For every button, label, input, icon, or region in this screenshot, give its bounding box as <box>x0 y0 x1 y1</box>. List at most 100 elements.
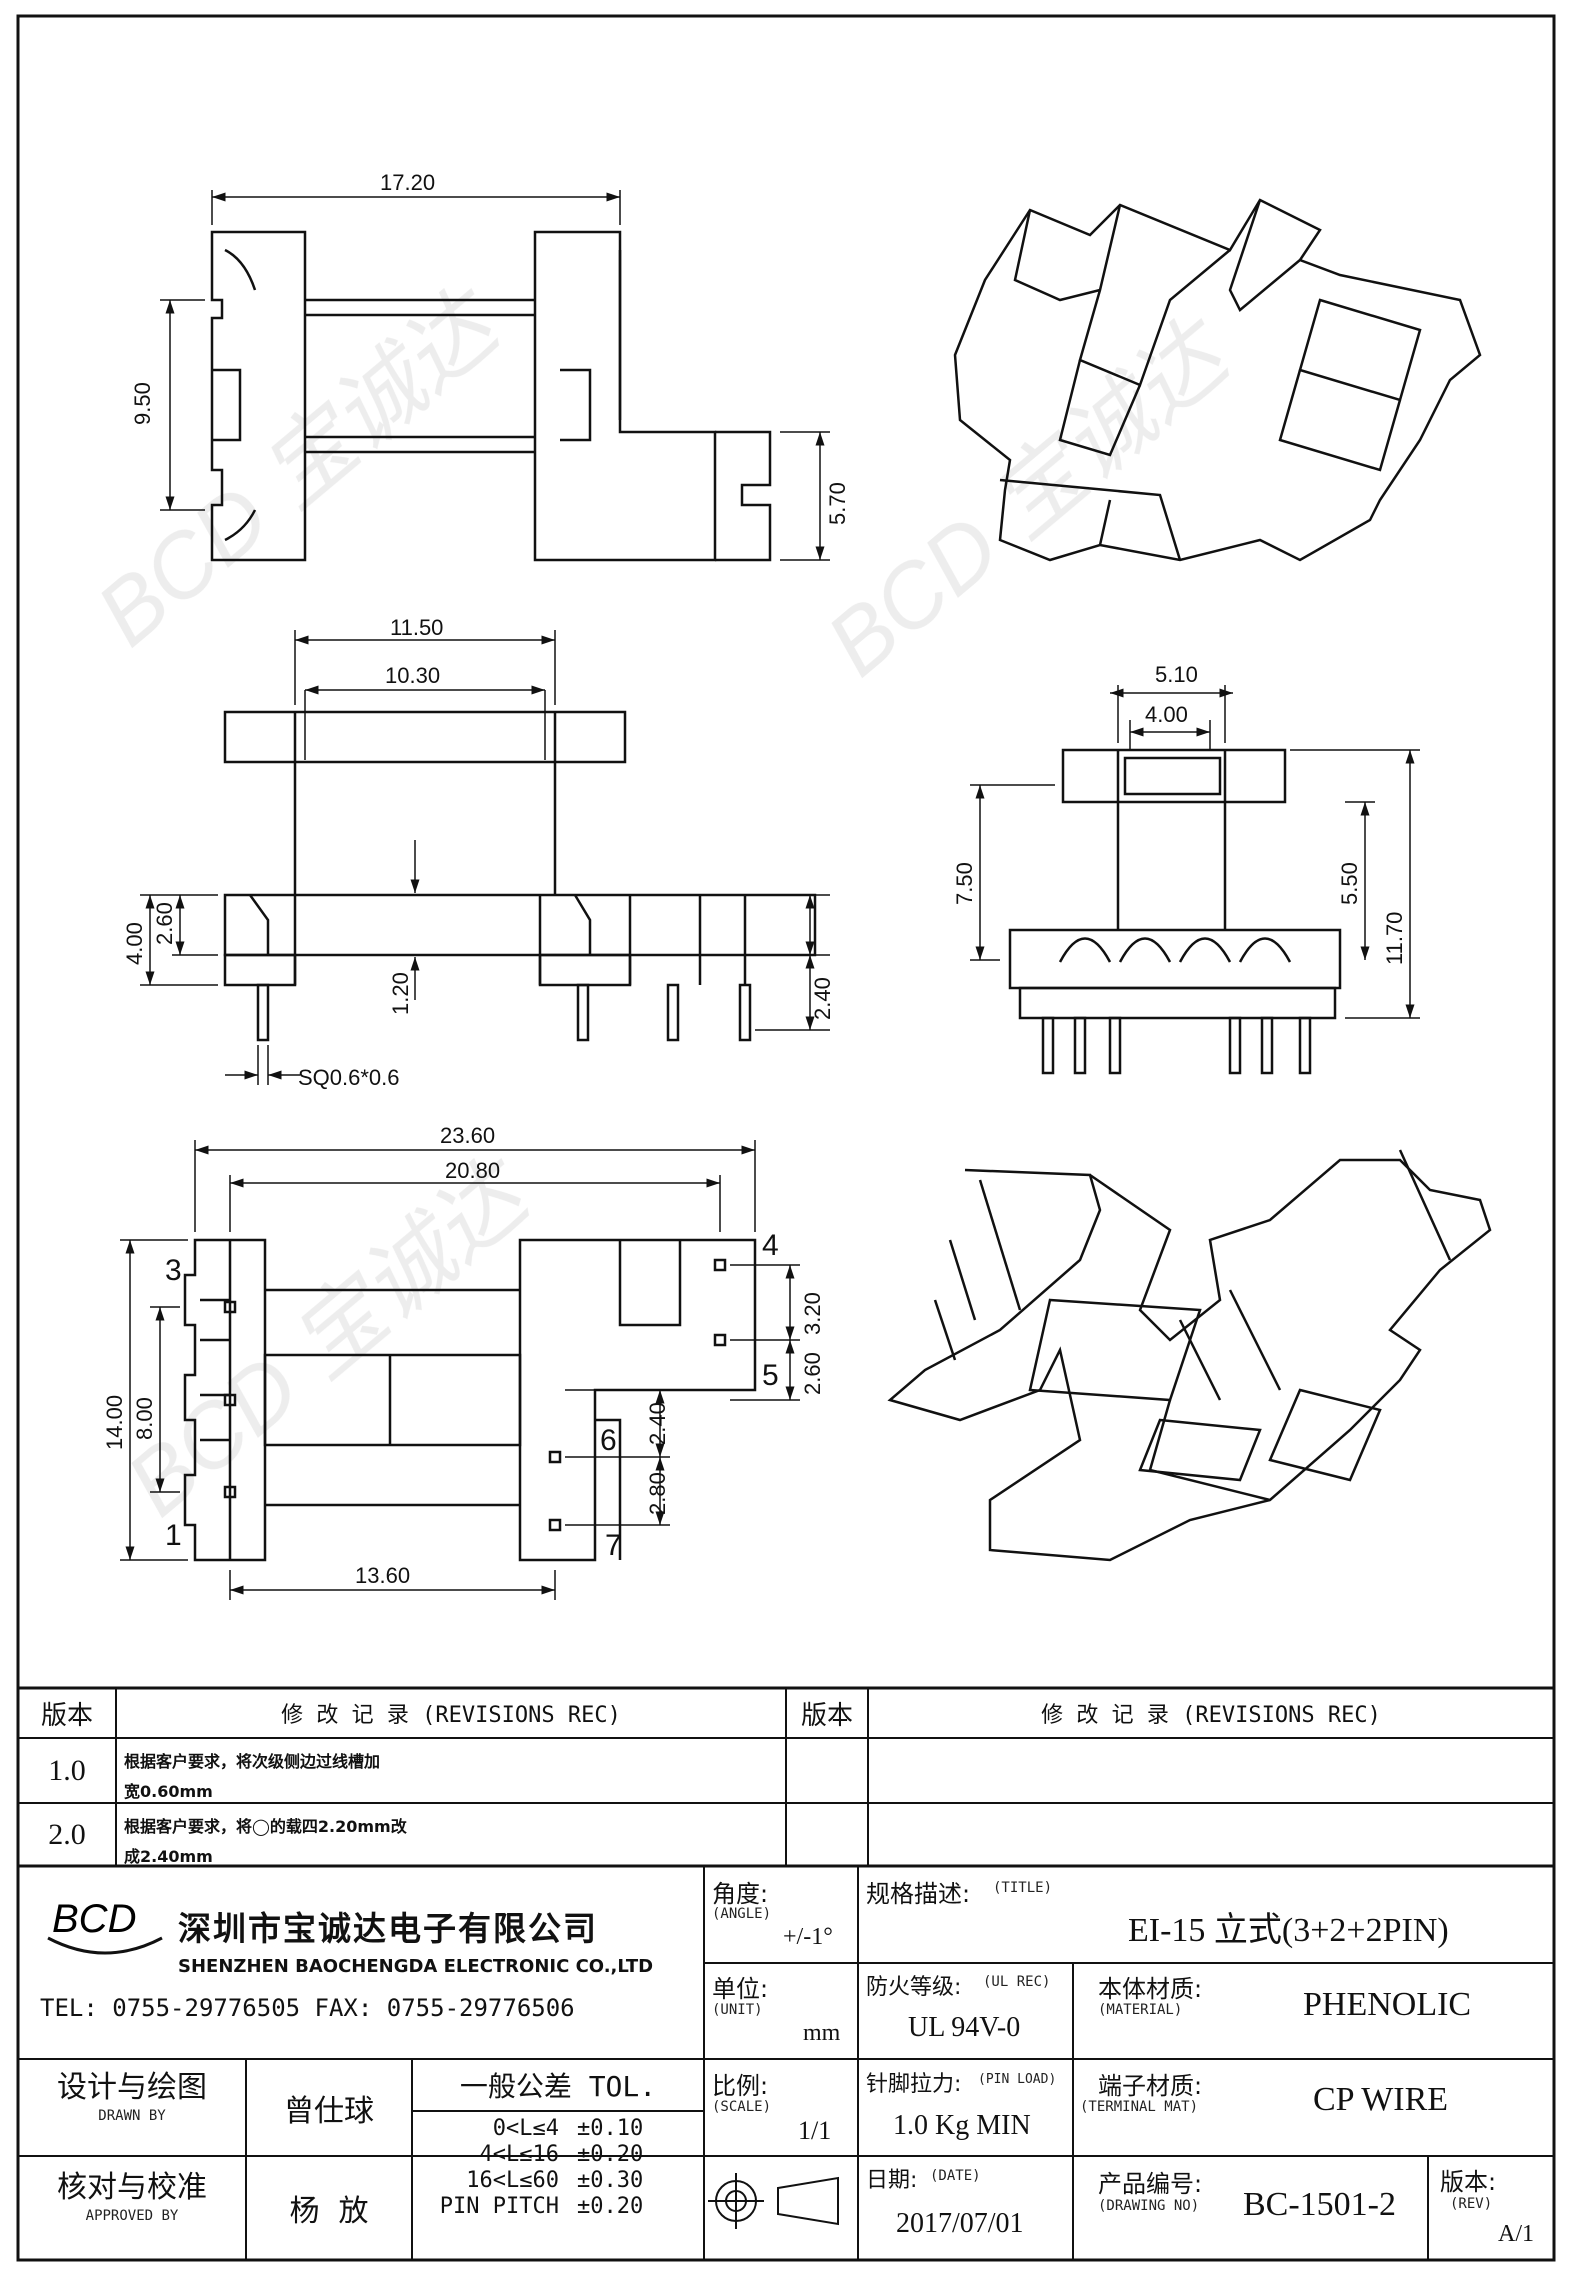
watermark-text-2: BCD 宝诚达 <box>809 301 1252 696</box>
bottom-view <box>183 1238 757 1562</box>
tol-range-3: PIN PITCH <box>439 2194 559 2219</box>
terminal-value: CP WIRE <box>1313 2081 1449 2118</box>
dim-h-label: 1.20 <box>388 972 413 1015</box>
title-label: 规格描述: <box>866 1880 971 1908</box>
dim-u: 3.20 <box>800 1292 825 1335</box>
tol-value-2: ±0.30 <box>577 2168 644 2193</box>
terminal-label: 端子材质: <box>1098 2072 1203 2100</box>
pin-6: 6 <box>600 1424 617 1457</box>
company-logo: BCD <box>40 1888 170 1955</box>
side-view <box>1008 748 1342 1075</box>
unit-value: mm <box>803 2020 841 2046</box>
title-block-grid <box>18 1866 1554 2260</box>
dim-u2: 2.60 <box>800 1352 825 1395</box>
tol-header: 一般公差 TOL. <box>459 2070 657 2103</box>
pinload-en: (PIN LOAD) <box>978 2072 1057 2087</box>
drawn-label: 设计与绘图 <box>57 2070 207 2105</box>
rev-rec-header-left: 修 改 记 录 (REVISIONS REC) <box>281 1703 621 1728</box>
dim-c: 5.70 <box>825 482 850 525</box>
material-label: 本体材质: <box>1098 1975 1203 2003</box>
ul-value: UL 94V-0 <box>908 2012 1021 2043</box>
terminal-en: (TERMINAL MAT) <box>1080 2099 1199 2115</box>
dim-t: 2.80 <box>645 1472 670 1515</box>
tol-range-0: 0<L≤4 <box>492 2116 559 2141</box>
dim-d: 11.50 <box>390 615 443 640</box>
dim-g: 2.60 <box>152 902 177 945</box>
scale-value: 1/1 <box>798 2116 832 2145</box>
pinload-label: 针脚拉力: <box>866 2072 962 2097</box>
dim-m: 5.50 <box>1337 862 1362 905</box>
rev-row2-text2: 成2.40mm <box>124 1847 213 1866</box>
date-value: 2017/07/01 <box>896 2208 1024 2239</box>
dim-a: 17.20 <box>380 170 435 195</box>
watermark-text-3: BCD 宝诚达 <box>109 1141 552 1536</box>
revision-table: 版本 修 改 记 录 (REVISIONS REC) 版本 修 改 记 录 (R… <box>18 1688 1554 1868</box>
unit-label: 单位: <box>712 1975 769 2003</box>
dim-f: 4.00 <box>122 922 147 965</box>
unit-en: (UNIT) <box>712 2002 763 2018</box>
dim-sq: SQ0.6*0.6 <box>298 1065 400 1090</box>
tol-value-3: ±0.20 <box>577 2194 644 2219</box>
angle-value: +/-1° <box>783 1924 833 1950</box>
date-label: 日期: <box>866 2168 918 2193</box>
ul-label: 防火等级: <box>866 1975 962 2000</box>
dim-r: 8.00 <box>132 1397 157 1440</box>
drawing-value: BC-1501-2 <box>1243 2186 1396 2223</box>
approved-value: 杨 放 <box>289 2194 369 2229</box>
rev-row1-text1: 根据客户要求，将次级侧边过线槽加 <box>124 1752 381 1771</box>
drawn-value: 曾仕球 <box>284 2093 374 2129</box>
rev-ver-header-left: 版本 <box>40 1700 93 1731</box>
projection-symbol <box>708 2173 839 2229</box>
dim-t2: 2.40 <box>645 1402 670 1445</box>
scale-label: 比例: <box>712 2072 769 2100</box>
dim-s: 13.60 <box>355 1563 410 1588</box>
front-view <box>223 710 817 1042</box>
rev-row1-text2: 宽0.60mm <box>124 1782 213 1801</box>
scale-en: (SCALE) <box>712 2099 772 2115</box>
pin-7: 7 <box>605 1529 622 1562</box>
angle-en: (ANGLE) <box>712 1906 772 1922</box>
rev-row2-text1: 根据客户要求，将◯的载四2.20mm改 <box>124 1817 407 1836</box>
pin-4: 4 <box>762 1229 779 1262</box>
iso-view-top <box>953 198 1482 562</box>
angle-label: 角度: <box>712 1880 769 1908</box>
drawn-en: DRAWN BY <box>98 2108 166 2124</box>
title-value: EI-15 立式(3+2+2PIN) <box>1128 1912 1449 1949</box>
material-value: PHENOLIC <box>1303 1986 1472 2023</box>
rev-row1-ver: 1.0 <box>48 1753 86 1787</box>
svg-text:BCD: BCD <box>52 1897 136 1941</box>
revision-grid <box>18 1688 1554 1868</box>
company-cn: 深圳市宝诚达电子有限公司 <box>178 1909 598 1948</box>
rev-label: 版本: <box>1440 2168 1497 2196</box>
dim-o: 23.60 <box>440 1123 495 1148</box>
dim-e: 10.30 <box>385 663 440 688</box>
dim-h2: 2.40 <box>810 977 835 1020</box>
date-en: (DATE) <box>930 2168 981 2184</box>
title-en: (TITLE) <box>993 1880 1053 1896</box>
dim-n: 11.70 <box>1382 912 1407 965</box>
dim-b: 9.50 <box>130 382 155 425</box>
iso-view-bottom <box>887 1149 1492 1562</box>
tol-value-0: ±0.10 <box>577 2116 644 2141</box>
drawing-label: 产品编号: <box>1098 2170 1203 2198</box>
rev-value: A/1 <box>1498 2221 1534 2247</box>
approved-en: APPROVED BY <box>85 2208 179 2224</box>
dim-p: 20.80 <box>445 1158 500 1183</box>
pin-5: 5 <box>762 1359 779 1392</box>
tol-range-1: 4<L≤16 <box>479 2142 559 2167</box>
pin-3: 3 <box>165 1254 182 1287</box>
tel-fax: TEL: 0755-29776505 FAX: 0755-29776506 <box>40 1994 575 2022</box>
rev-en: (REV) <box>1450 2196 1493 2212</box>
pin-1: 1 <box>165 1519 182 1552</box>
tol-table: 0<L≤4 ±0.10 4<L≤16 ±0.20 16<L≤60 ±0.30 P… <box>412 2114 704 2260</box>
rev-ver-header-right: 版本 <box>800 1700 853 1731</box>
tol-value-1: ±0.20 <box>577 2142 644 2167</box>
dim-q: 14.00 <box>102 1395 127 1450</box>
dim-k: 4.00 <box>1145 702 1188 727</box>
material-en: (MATERIAL) <box>1098 2002 1183 2018</box>
title-block: BCD 深圳市宝诚达电子有限公司 SHENZHEN BAOCHENGDA ELE… <box>18 1866 1554 2260</box>
watermark-text-1: BCD 宝诚达 <box>79 271 522 666</box>
sheet-border <box>16 14 1556 2262</box>
dim-i: 5.10 <box>1155 662 1198 687</box>
